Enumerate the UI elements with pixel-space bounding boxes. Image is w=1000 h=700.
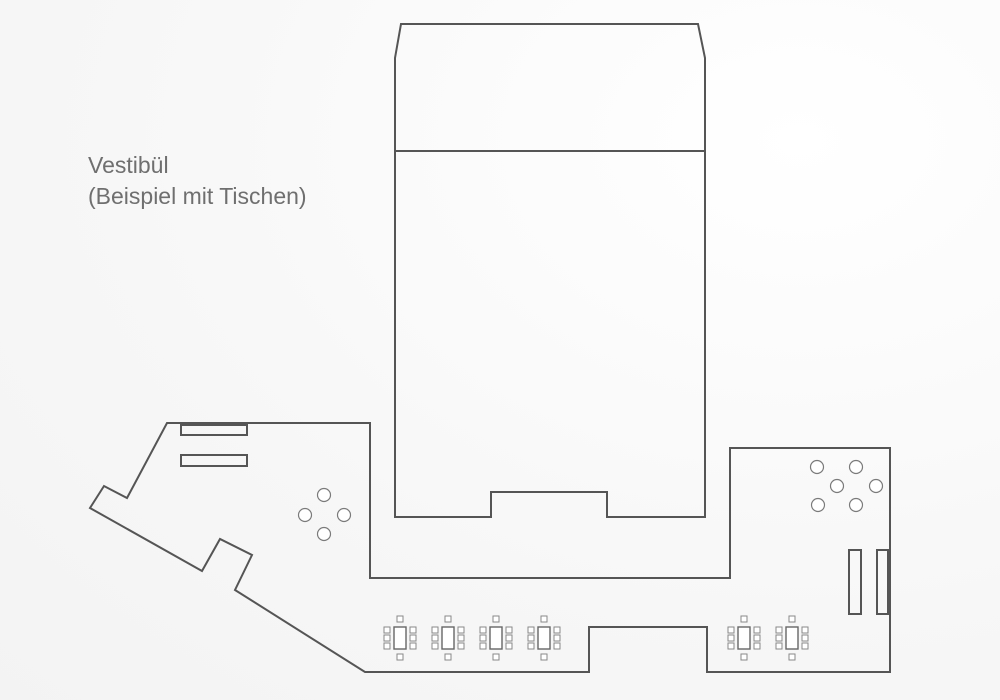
banquet-table-group bbox=[527, 615, 561, 661]
standing-table bbox=[316, 526, 332, 542]
banquet-table-group bbox=[727, 615, 761, 661]
chair bbox=[431, 634, 439, 642]
banquet-tables bbox=[383, 615, 809, 661]
chair bbox=[383, 626, 391, 634]
chair bbox=[409, 634, 417, 642]
chair bbox=[479, 626, 487, 634]
chair bbox=[431, 626, 439, 634]
counter-left-2 bbox=[180, 454, 248, 467]
chair bbox=[801, 634, 809, 642]
title-subtitle: (Beispiel mit Tischen) bbox=[88, 183, 307, 209]
chair bbox=[727, 634, 735, 642]
chair bbox=[775, 642, 783, 650]
standing-table bbox=[868, 478, 884, 494]
banquet-table bbox=[737, 626, 751, 650]
chair bbox=[527, 642, 535, 650]
chair bbox=[492, 615, 500, 623]
chair bbox=[479, 634, 487, 642]
chair bbox=[553, 634, 561, 642]
chair bbox=[553, 626, 561, 634]
standing-table bbox=[297, 507, 313, 523]
chair bbox=[727, 642, 735, 650]
chair bbox=[457, 634, 465, 642]
banquet-table-group bbox=[383, 615, 417, 661]
chair bbox=[409, 626, 417, 634]
title-room-name: Vestibül bbox=[88, 152, 169, 178]
banquet-table bbox=[785, 626, 799, 650]
chair bbox=[492, 653, 500, 661]
standing-table bbox=[848, 497, 864, 513]
chair bbox=[740, 615, 748, 623]
banquet-table bbox=[537, 626, 551, 650]
chair bbox=[383, 634, 391, 642]
standing-table bbox=[316, 487, 332, 503]
chair bbox=[479, 642, 487, 650]
standing-tables-right bbox=[809, 459, 884, 513]
chair bbox=[505, 626, 513, 634]
counter-right-1 bbox=[848, 549, 862, 615]
standing-table bbox=[810, 497, 826, 513]
chair bbox=[540, 615, 548, 623]
chair bbox=[505, 642, 513, 650]
banquet-table-group bbox=[775, 615, 809, 661]
chair bbox=[505, 634, 513, 642]
chair bbox=[409, 642, 417, 650]
banquet-table-group bbox=[431, 615, 465, 661]
chair bbox=[740, 653, 748, 661]
foyer-outline bbox=[88, 422, 891, 673]
chair bbox=[727, 626, 735, 634]
chair bbox=[553, 642, 561, 650]
chair bbox=[788, 653, 796, 661]
banquet-table bbox=[393, 626, 407, 650]
chair bbox=[444, 615, 452, 623]
counter-left-1 bbox=[180, 424, 248, 436]
tower-outline bbox=[394, 23, 706, 518]
counter-right-2 bbox=[876, 549, 889, 615]
chair bbox=[801, 642, 809, 650]
chair bbox=[753, 634, 761, 642]
standing-table bbox=[336, 507, 352, 523]
chair bbox=[431, 642, 439, 650]
chair bbox=[775, 626, 783, 634]
standing-table bbox=[848, 459, 864, 475]
chair bbox=[527, 634, 535, 642]
banquet-table-group bbox=[479, 615, 513, 661]
floorplan-title: Vestibül (Beispiel mit Tischen) bbox=[88, 150, 307, 212]
chair bbox=[753, 626, 761, 634]
chair bbox=[457, 642, 465, 650]
chair bbox=[540, 653, 548, 661]
chair bbox=[527, 626, 535, 634]
chair bbox=[753, 642, 761, 650]
chair bbox=[396, 653, 404, 661]
standing-tables-left bbox=[297, 487, 352, 542]
banquet-table bbox=[489, 626, 503, 650]
banquet-table bbox=[441, 626, 455, 650]
chair bbox=[444, 653, 452, 661]
chair bbox=[788, 615, 796, 623]
standing-table bbox=[829, 478, 845, 494]
chair bbox=[457, 626, 465, 634]
chair bbox=[396, 615, 404, 623]
chair bbox=[801, 626, 809, 634]
chair bbox=[775, 634, 783, 642]
standing-table bbox=[809, 459, 825, 475]
chair bbox=[383, 642, 391, 650]
